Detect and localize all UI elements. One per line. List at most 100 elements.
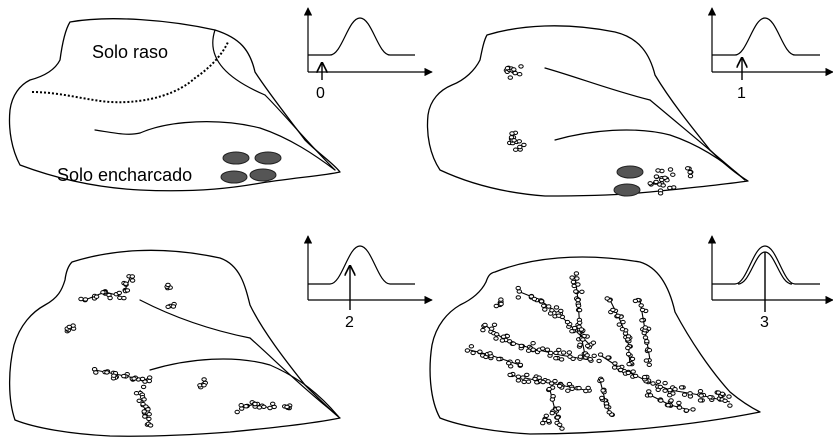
- plant-dot: [540, 346, 546, 351]
- plant-dot: [676, 400, 682, 406]
- terrain-outline: [8, 249, 341, 437]
- plant-dot: [596, 358, 602, 364]
- plant-dot: [626, 361, 632, 367]
- plant-dot: [569, 329, 575, 334]
- plant-dot: [687, 170, 693, 175]
- plant-dot: [548, 381, 555, 386]
- plant-dot: [139, 376, 146, 382]
- plant-dot: [504, 66, 511, 71]
- distribution-chart-3: 3: [707, 235, 833, 331]
- plant-dot: [591, 353, 597, 358]
- plant-dot: [719, 391, 726, 396]
- plant-dot: [146, 378, 153, 384]
- plant-dot: [681, 392, 688, 397]
- plant-dot: [542, 307, 548, 312]
- plant-dot: [121, 295, 127, 301]
- plant-dot: [123, 281, 129, 286]
- tolerance-curve: [712, 245, 820, 285]
- plant-dot: [146, 412, 152, 417]
- plant-dot: [544, 347, 551, 352]
- plant-dot: [517, 72, 523, 77]
- plant-dot: [538, 299, 545, 304]
- plant-dot: [683, 408, 690, 413]
- plant-dot: [650, 381, 656, 386]
- plant-dot: [256, 405, 263, 410]
- plant-dot: [531, 296, 538, 302]
- plant-dot: [515, 285, 521, 291]
- plant-dot: [93, 294, 100, 299]
- plant-dot: [201, 377, 207, 382]
- plant-dot: [498, 297, 504, 302]
- plant-dot: [625, 337, 631, 342]
- plant-dot: [604, 404, 610, 409]
- plant-dot: [549, 410, 555, 416]
- ridge-line: [544, 67, 651, 101]
- plant-dot: [678, 385, 685, 390]
- plant-dot: [532, 376, 538, 382]
- plant-dot: [517, 144, 523, 150]
- plant-dot: [670, 172, 676, 177]
- plant-dot: [570, 279, 577, 285]
- plant-dot: [100, 290, 106, 295]
- plant-dot: [697, 389, 704, 394]
- water-pool: [249, 168, 277, 182]
- plant-dot: [585, 343, 591, 348]
- plant-dot: [577, 320, 583, 325]
- plant-dot: [632, 298, 639, 304]
- plant-dot: [605, 355, 611, 360]
- plant-dot: [146, 416, 152, 422]
- plant-dot: [552, 378, 558, 384]
- plant-dot: [569, 386, 575, 391]
- tolerance-curve: [308, 17, 415, 56]
- plant-dot: [515, 378, 522, 383]
- plant-dot: [707, 395, 713, 400]
- plant-dot: [498, 301, 504, 307]
- plant-dot: [136, 398, 142, 403]
- plant-dot: [638, 303, 644, 308]
- water-pool: [220, 170, 248, 184]
- plant-dot: [690, 407, 696, 412]
- plant-dot: [698, 393, 704, 398]
- plant-dot: [165, 304, 171, 309]
- plant-dot: [575, 303, 582, 308]
- plant-dot: [509, 131, 515, 136]
- plant-dot: [573, 271, 580, 276]
- plant-dot: [546, 386, 552, 392]
- plant-dot: [267, 405, 273, 411]
- plant-dot: [629, 356, 636, 362]
- plant-dot: [615, 313, 621, 318]
- plant-dot: [646, 348, 653, 353]
- plant-dot: [576, 307, 583, 313]
- plant-dot: [604, 296, 610, 301]
- plant-dot: [653, 179, 659, 185]
- distribution-chart-1: 1: [707, 7, 833, 102]
- small-bank-line: [94, 129, 141, 135]
- plant-colonies: [464, 271, 733, 431]
- plant-dot: [515, 374, 522, 379]
- plant-dot: [489, 326, 495, 331]
- plant-dot: [606, 410, 612, 415]
- plant-dot: [646, 389, 652, 394]
- plant-dot: [577, 354, 584, 359]
- tolerance-curve: [308, 245, 415, 285]
- plant-dot: [625, 345, 631, 351]
- plant-dot: [630, 369, 636, 374]
- plant-dot: [643, 358, 650, 363]
- plant-dot: [507, 372, 513, 378]
- plant-dot: [499, 338, 506, 343]
- plant-dot: [78, 296, 84, 302]
- plant-dot: [142, 414, 148, 419]
- colony-branch: [574, 274, 586, 356]
- plant-dot: [662, 388, 668, 393]
- plant-dot: [625, 351, 632, 357]
- plant-dot: [575, 282, 581, 287]
- plant-dot: [587, 357, 593, 362]
- plant-dot: [616, 322, 622, 327]
- valley-line: [264, 94, 336, 171]
- plant-dot: [553, 305, 560, 310]
- plant-dot: [642, 335, 649, 340]
- plant-dot: [470, 350, 476, 356]
- plant-dot: [597, 352, 604, 357]
- plant-dot: [554, 415, 561, 420]
- plant-dot: [550, 394, 556, 399]
